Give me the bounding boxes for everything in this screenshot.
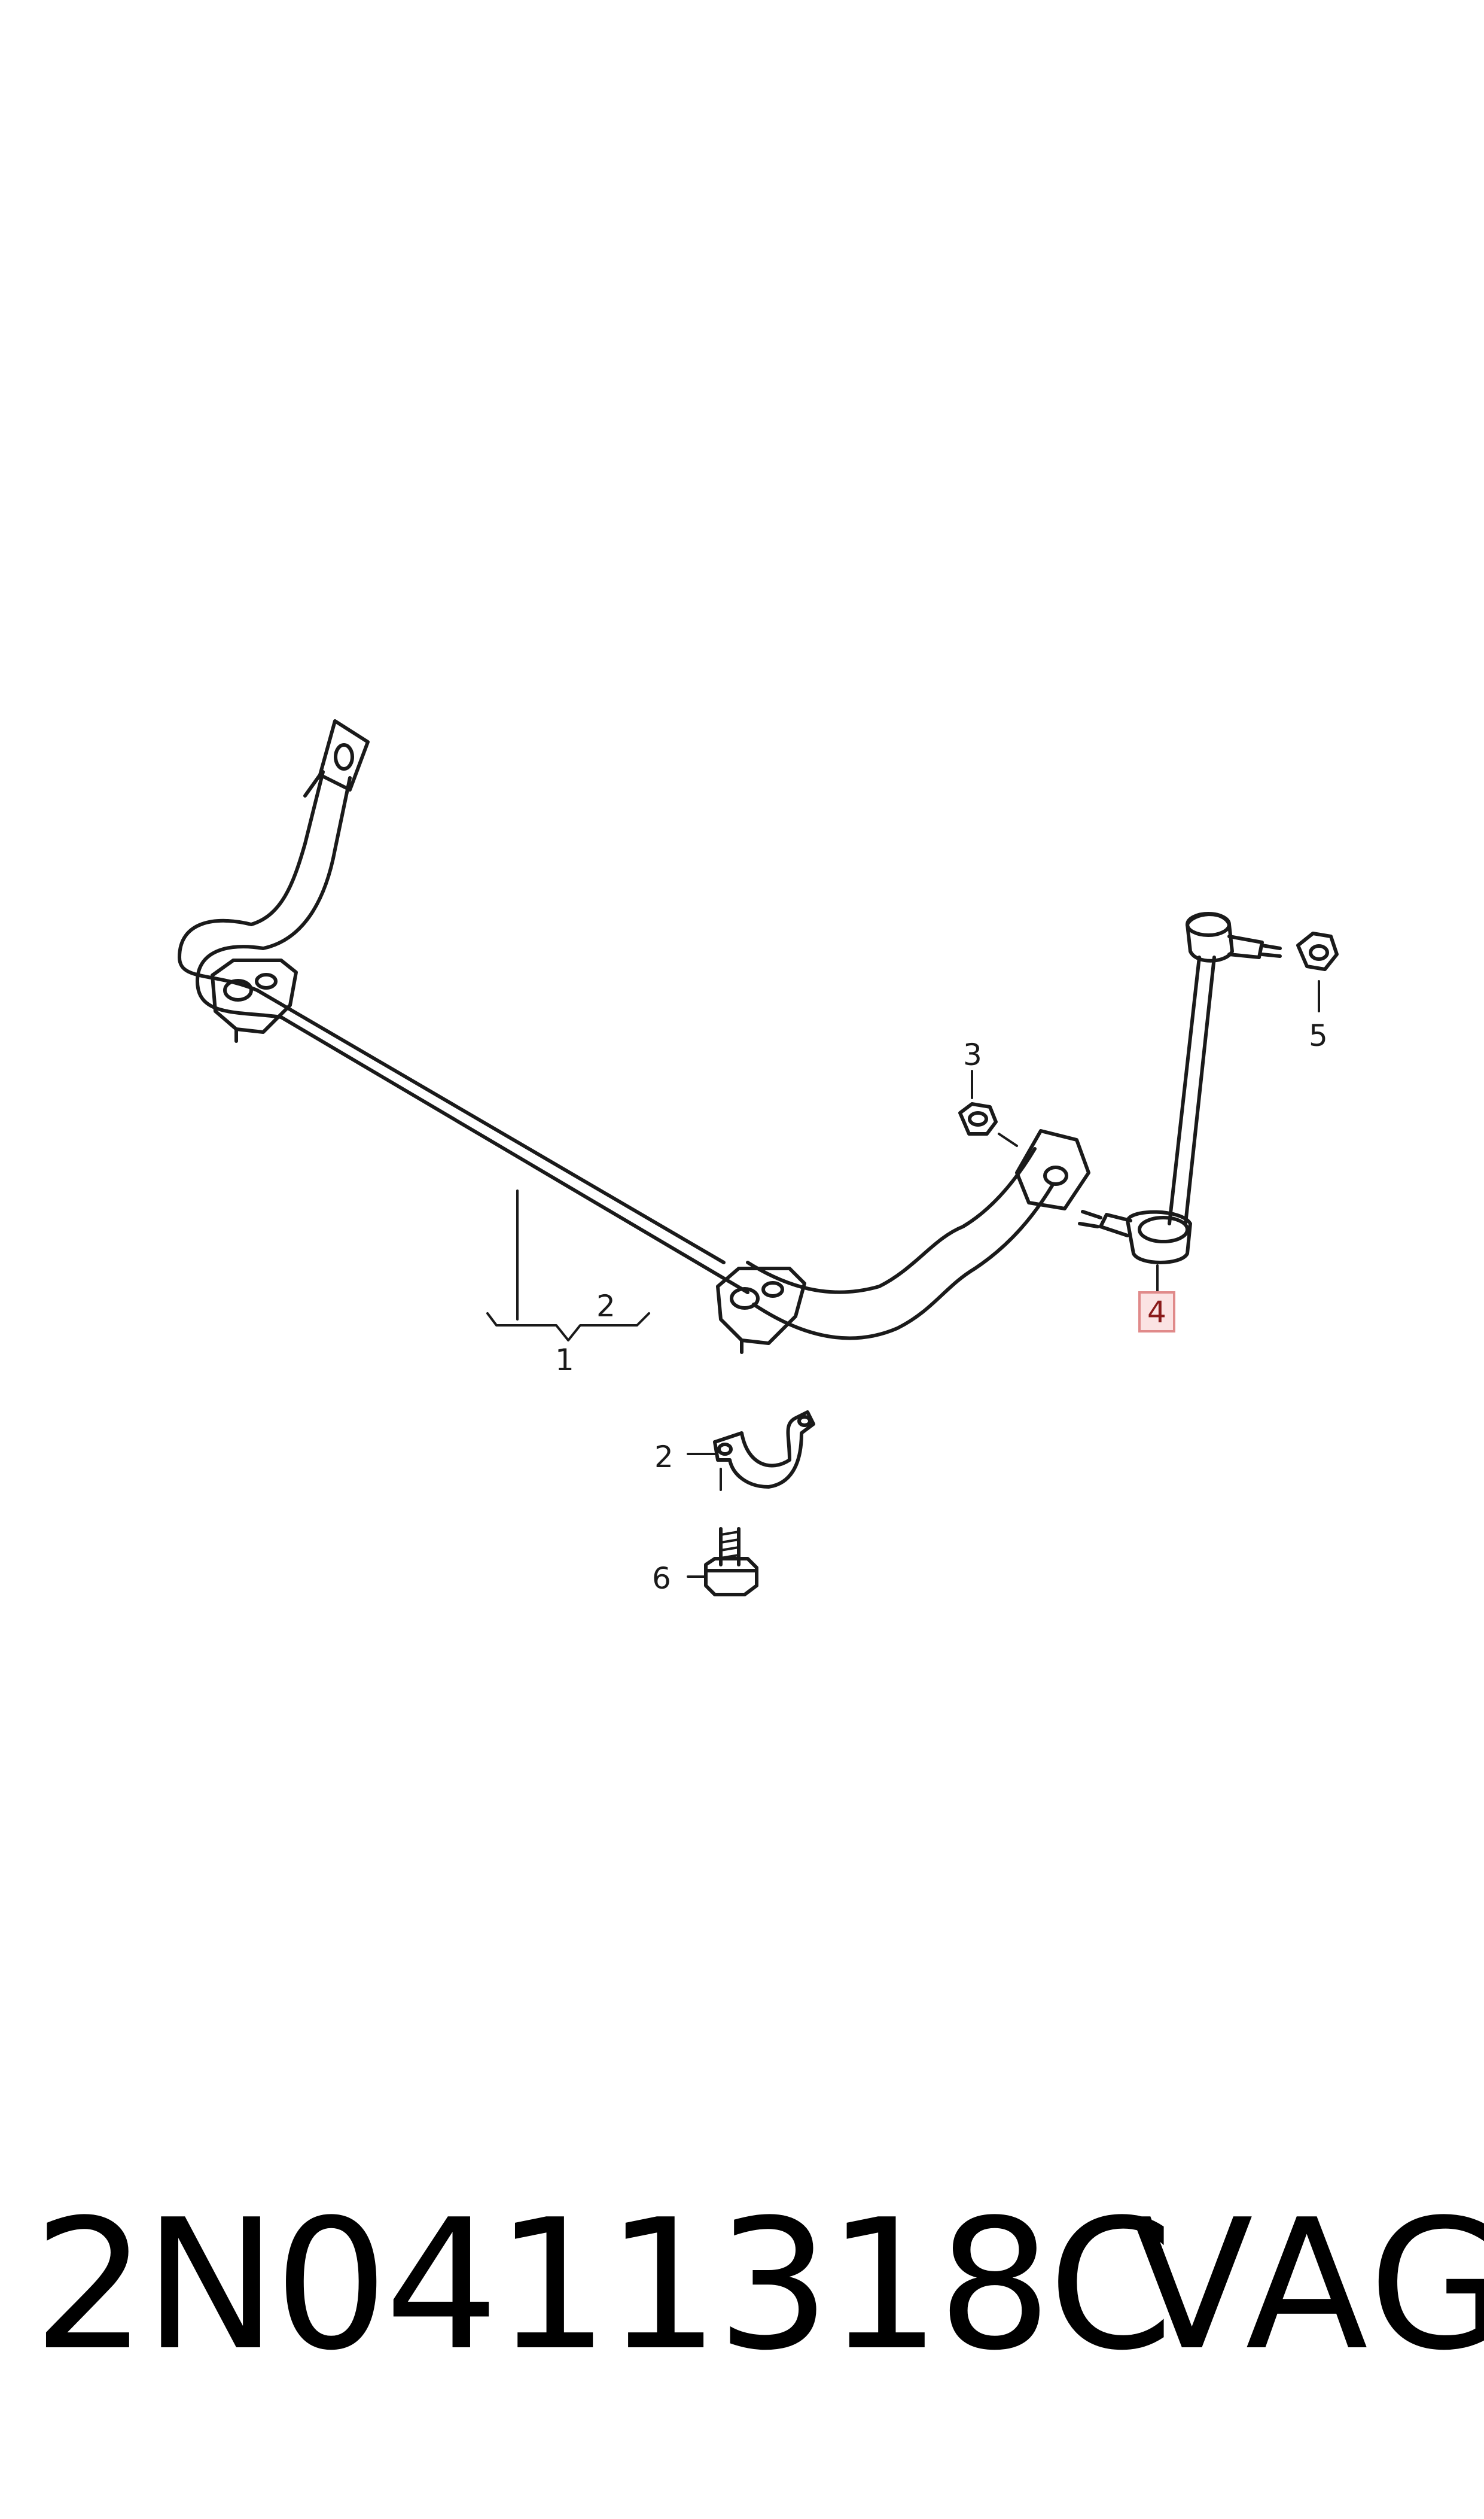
callout-6[interactable]: 6 xyxy=(652,1561,671,1596)
bushing-clamp-part-2 xyxy=(687,1410,815,1491)
callout-2-bottom[interactable]: 2 xyxy=(654,1440,674,1474)
part-number: 2N0411318C xyxy=(33,2181,1174,2390)
nut-part-3 xyxy=(958,1070,1018,1147)
nut-part-5 xyxy=(1296,932,1339,1012)
callout-5[interactable]: 5 xyxy=(1309,1018,1328,1053)
callout-3[interactable]: 3 xyxy=(963,1038,982,1072)
stabilizer-bar xyxy=(178,719,1090,1340)
callout-2-top[interactable]: 2 xyxy=(596,1289,615,1324)
callout-4-highlight xyxy=(1138,1291,1175,1332)
footer: 2N0411318C VAG xyxy=(0,2178,1484,2393)
bar-bushing-center xyxy=(716,1267,806,1354)
callout-1-leader xyxy=(486,1189,650,1341)
bolt-part-6 xyxy=(687,1527,758,1596)
callout-4[interactable]: 4 xyxy=(1147,1295,1166,1330)
coupling-rod-part-4 xyxy=(1078,912,1282,1294)
bar-bushing-left xyxy=(211,959,298,1043)
callout-1[interactable]: 1 xyxy=(555,1343,574,1377)
brand-name: VAG xyxy=(1130,2181,1484,2390)
